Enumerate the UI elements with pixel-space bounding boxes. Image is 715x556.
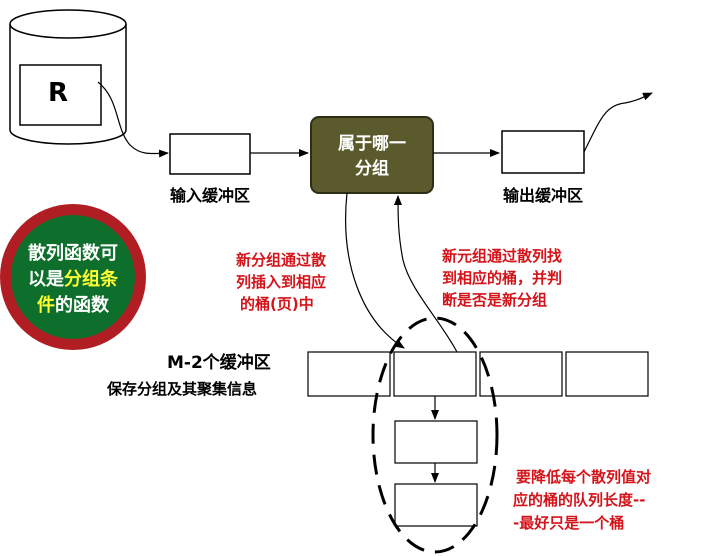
output-buffer-label: 输出缓冲区 [503, 186, 583, 205]
annot-reduce-line1: 要降低每个散列值对 [516, 468, 651, 486]
hash-circle-line1: 散列函数可 [28, 242, 118, 264]
hash-circle-core [11, 215, 135, 339]
bucket-2 [393, 351, 477, 397]
annot-find-line1: 新元组通过散列找 [442, 247, 562, 265]
group-box-line1: 属于哪一 [338, 134, 406, 154]
input-buffer-box [169, 133, 251, 175]
arrow-find-to-group [394, 195, 458, 353]
buffers-title: M-2个缓冲区 [167, 352, 271, 373]
annot-reduce-line2: 应的桶的队列长度-- [513, 491, 645, 509]
annot-find-line2: 到相应的桶，并判 [442, 269, 562, 287]
output-buffer-box [501, 130, 585, 174]
bucket-1 [307, 351, 391, 397]
annot-insert-line3: 的桶(页)中 [240, 295, 314, 313]
hash-circle-line3-b: 的函数 [55, 294, 110, 316]
hash-circle-line3: 件的函数 [37, 294, 110, 316]
arrow-output-out [583, 92, 653, 153]
input-buffer-label: 输入缓冲区 [170, 186, 250, 205]
annot-find-line3: 断是否是新分组 [442, 291, 547, 309]
arrow-insert-to-bucket [345, 192, 405, 349]
annot-insert-line2: 列插入到相应 [236, 273, 326, 291]
annot-reduce-line3: -最好只是一个桶 [513, 514, 624, 532]
chain-page-1 [394, 420, 478, 464]
annot-insert-line1: 新分组通过散 [236, 251, 327, 269]
hash-circle-line3-a: 件 [37, 294, 55, 316]
bucket-4 [565, 351, 649, 397]
group-box-line2: 分组 [355, 158, 389, 179]
arrow-r-to-input [97, 81, 169, 158]
hash-circle-line2-b: 分组条 [64, 268, 119, 290]
chain-page-2 [394, 483, 478, 527]
bucket-chain-ellipse [371, 316, 499, 554]
group-box [310, 116, 434, 194]
relation-label: R [48, 78, 68, 108]
bucket-3 [479, 351, 563, 397]
hash-circle-line2: 以是分组条 [28, 268, 119, 290]
relation-block [19, 64, 102, 126]
hash-circle-line2-a: 以是 [28, 269, 64, 290]
buffers-subtitle: 保存分组及其聚集信息 [106, 380, 257, 398]
